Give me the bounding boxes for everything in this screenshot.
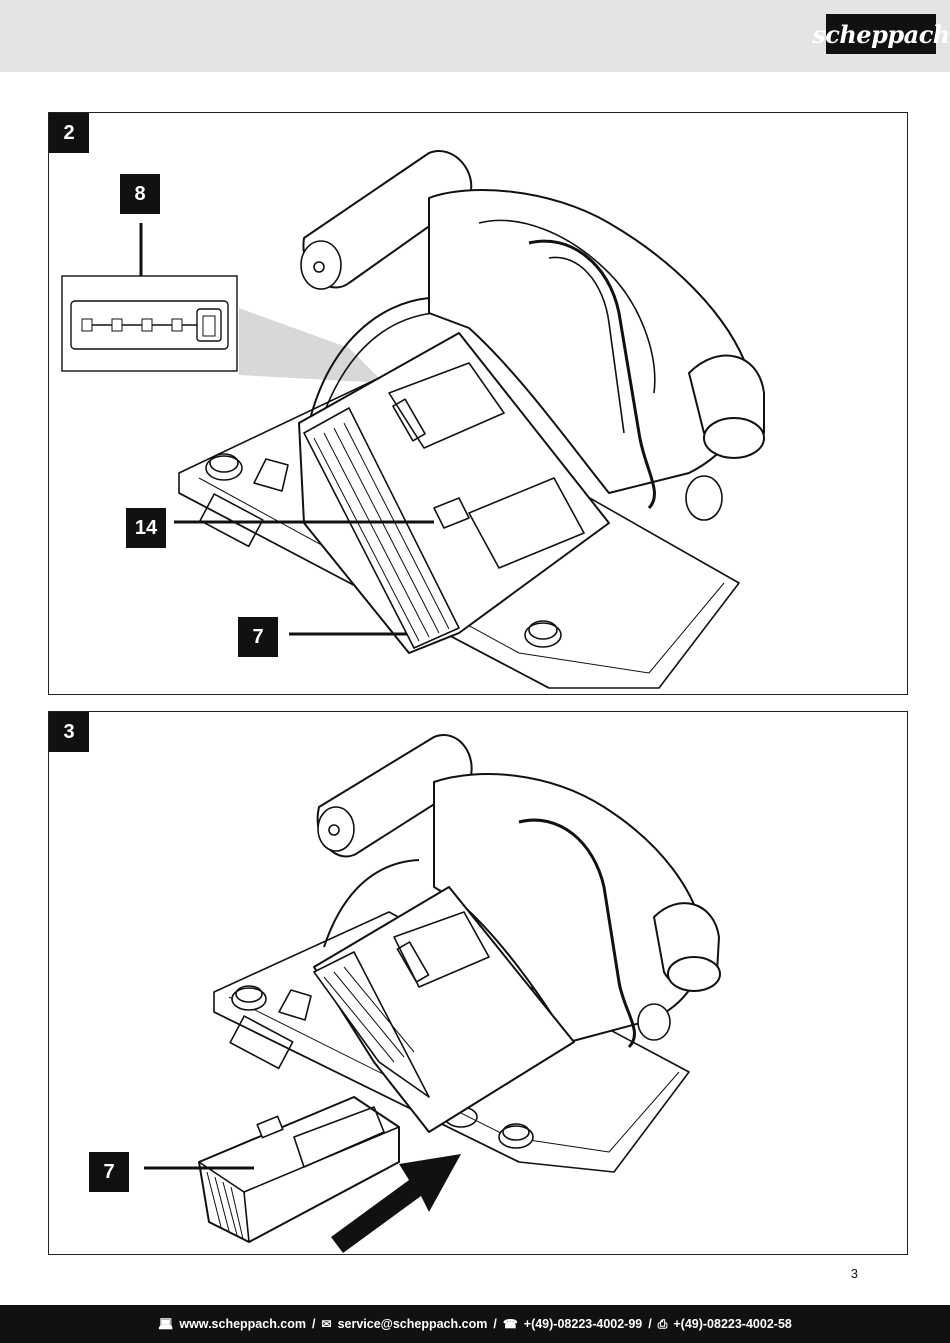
callout-7: 7 (238, 617, 278, 657)
footer-email[interactable]: service@scheppach.com (337, 1317, 488, 1331)
battery-insertion-illustration (144, 734, 721, 1253)
header-band (0, 0, 950, 72)
fax-icon: ⎙ (657, 1316, 668, 1331)
footer-separator: / (312, 1317, 316, 1331)
footer-separator: / (493, 1317, 497, 1331)
figure-3: 3 (48, 711, 908, 1255)
footer-fax: +(49)-08223-4002-58 (673, 1317, 792, 1331)
brand-logo: scheppach (812, 14, 950, 54)
figure-number: 2 (49, 113, 89, 153)
footer-website[interactable]: www.scheppach.com (179, 1317, 307, 1331)
callout-8: 8 (120, 174, 160, 214)
callout-7: 7 (89, 1152, 129, 1192)
callout-14: 14 (126, 508, 166, 548)
phone-icon: ☎ (502, 1317, 518, 1331)
footer-separator: / (648, 1317, 652, 1331)
footer-band: 💻︎ www.scheppach.com / ✉︎ service@schepp… (0, 1305, 950, 1343)
figure-number: 3 (49, 712, 89, 752)
page-number: 3 (850, 1266, 858, 1281)
footer-phone: +(49)-08223-4002-99 (523, 1317, 643, 1331)
computer-icon: 💻︎ (158, 1317, 174, 1331)
circular-saw-illustration (61, 150, 765, 689)
figure-2: 2 (48, 112, 908, 695)
mail-icon: ✉︎ (321, 1317, 332, 1331)
